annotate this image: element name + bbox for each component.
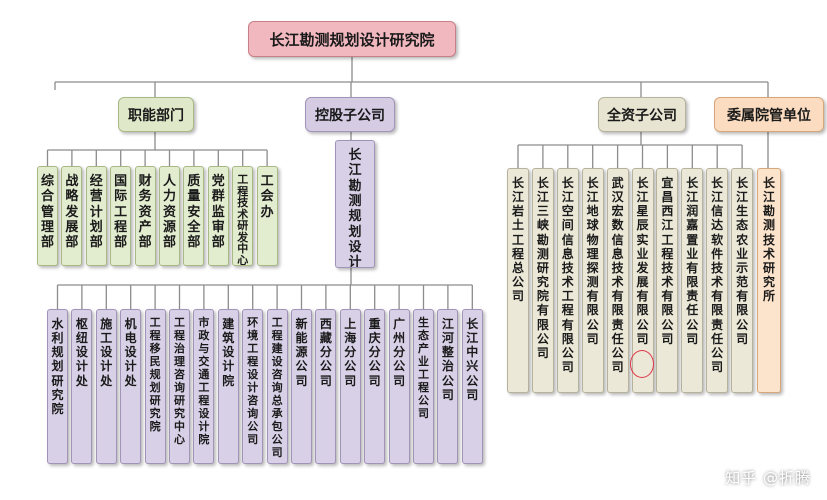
holding-division-2: 枢纽设计处 (71, 309, 93, 464)
subsidiary-9-label: 长江信达软件技术有限责任公司 (711, 176, 724, 375)
holding-division-12: 西藏分公司 (315, 309, 337, 464)
subsidiary-10-label: 长江生态农业示范有限公司 (736, 176, 749, 346)
subsidiary-9: 长江信达软件技术有限责任公司 (706, 168, 729, 393)
holding-division-6-label: 工程治理咨询研究中心 (174, 316, 185, 446)
functional-dept-8-label: 党群监审部 (211, 174, 225, 251)
functional-dept-4-label: 国际工程部 (114, 174, 128, 251)
group-holding: 控股子公司 (305, 97, 395, 132)
holding-division-5-label: 工程移民规划研究院 (149, 316, 161, 433)
subsidiary-3-label: 长江空间信息技术工程有限公司 (561, 176, 574, 375)
holding-division-9: 环境工程设计咨询公司 (242, 309, 264, 464)
holding-division-1-label: 水利规划研究院 (51, 317, 64, 416)
group-functional: 职能部门 (118, 97, 194, 132)
holding-division-17: 江河整治公司 (437, 309, 459, 464)
holding-division-17-label: 江河整治公司 (441, 317, 454, 402)
holding-division-2-label: 枢纽设计处 (75, 317, 88, 388)
holding-division-4-label: 机电设计处 (124, 317, 137, 388)
subsidiary-6: 长江星辰实业发展有限公司 (631, 168, 654, 393)
functional-dept-2: 战略发展部 (61, 166, 83, 266)
functional-dept-2-label: 战略发展部 (65, 174, 79, 251)
subsidiary-8: 长江润嘉置业有限责任公司 (681, 168, 704, 393)
holding-division-10: 工程建设咨询总承包公司 (266, 309, 288, 464)
functional-dept-6-label: 人力资源部 (162, 174, 176, 251)
group-wholly: 全资子公司 (598, 97, 686, 132)
holding-division-3-label: 施工设计处 (100, 317, 113, 388)
subsidiary-2: 长江三峡勘测研究院有限公司 (531, 168, 554, 393)
holding-company-label: 长江勘测规划设计研究有限责任公司 (348, 148, 362, 268)
functional-dept-7: 质量安全部 (183, 166, 205, 266)
subsidiary-4-label: 长江地球物理探测有限公司 (586, 176, 599, 346)
functional-dept-10-label: 工会办 (260, 174, 274, 220)
holding-division-7-label: 市政与交通工程设计院 (198, 316, 210, 446)
group-wholly-label: 全资子公司 (607, 107, 677, 124)
holding-division-3: 施工设计处 (95, 309, 117, 464)
functional-dept-1-label: 综合管理部 (40, 174, 54, 251)
holding-division-15: 广州分公司 (388, 309, 410, 464)
holding-division-7: 市政与交通工程设计院 (193, 309, 215, 464)
functional-dept-9-label: 工程技术研发中心 (237, 173, 249, 266)
holding-division-16: 生态产业工程公司 (413, 309, 434, 464)
holding-division-5: 工程移民规划研究院 (144, 309, 166, 464)
group-holding-label: 控股子公司 (315, 107, 385, 124)
holding-division-8-label: 建筑设计院 (222, 317, 235, 388)
group-affiliated-label: 委属院管单位 (727, 107, 811, 124)
holding-division-6: 工程治理咨询研究中心 (169, 309, 190, 464)
functional-dept-4: 国际工程部 (110, 166, 132, 266)
holding-division-15-label: 广州分公司 (393, 317, 406, 388)
subsidiary-7-label: 宜昌西江工程技术有限公司 (661, 176, 674, 346)
functional-dept-9: 工程技术研发中心 (232, 166, 254, 266)
holding-division-14: 重庆分公司 (364, 309, 386, 464)
subsidiary-8-label: 长江润嘉置业有限责任公司 (686, 176, 699, 346)
subsidiary-5-label: 武汉宏数信息技术有限责任公司 (611, 176, 624, 375)
holding-division-9-label: 环境工程设计咨询公司 (247, 316, 259, 446)
subsidiary-6-label: 长江星辰实业发展有限公司 (636, 176, 649, 346)
holding-company: 长江勘测规划设计研究有限责任公司 (335, 140, 375, 268)
functional-dept-1: 综合管理部 (37, 166, 58, 266)
functional-dept-5: 财务资产部 (134, 166, 156, 266)
holding-division-13-label: 上海分公司 (344, 317, 357, 388)
holding-division-11-label: 新能源公司 (295, 317, 308, 388)
holding-division-1: 水利规划研究院 (47, 309, 68, 464)
functional-dept-6: 人力资源部 (159, 166, 180, 266)
subsidiary-5: 武汉宏数信息技术有限责任公司 (606, 168, 629, 393)
holding-division-8: 建筑设计院 (217, 309, 239, 464)
subsidiary-4: 长江地球物理探测有限公司 (581, 168, 604, 393)
holding-division-4: 机电设计处 (120, 309, 142, 464)
holding-division-14-label: 重庆分公司 (368, 317, 381, 388)
functional-dept-5-label: 财务资产部 (138, 174, 152, 251)
root-node-label: 长江勘测规划设计研究院 (269, 30, 435, 49)
functional-dept-3: 经营计划部 (85, 166, 107, 266)
subsidiary-1: 长江岩土工程总公司 (507, 168, 529, 393)
affiliated-unit-label: 长江勘测技术研究所 (762, 176, 775, 304)
subsidiary-7: 宜昌西江工程技术有限公司 (656, 168, 679, 393)
holding-division-10-label: 工程建设咨询总承包公司 (271, 316, 283, 459)
group-affiliated: 委属院管单位 (714, 97, 824, 132)
functional-dept-3-label: 经营计划部 (89, 174, 103, 251)
subsidiary-1-label: 长江岩土工程总公司 (511, 176, 524, 304)
subsidiary-10: 长江生态农业示范有限公司 (731, 168, 754, 393)
holding-division-13: 上海分公司 (339, 309, 361, 464)
group-functional-label: 职能部门 (128, 107, 184, 124)
holding-division-11: 新能源公司 (291, 309, 312, 464)
holding-division-16-label: 生态产业工程公司 (418, 316, 429, 420)
holding-division-18: 长江中兴公司 (461, 309, 483, 464)
functional-dept-10: 工会办 (256, 166, 278, 266)
affiliated-unit: 长江勘测技术研究所 (757, 168, 781, 393)
subsidiary-2-label: 长江三峡勘测研究院有限公司 (536, 176, 549, 360)
functional-dept-7-label: 质量安全部 (187, 174, 201, 251)
watermark: 知乎 @折腾 (725, 469, 811, 487)
holding-division-18-label: 长江中兴公司 (466, 317, 479, 402)
root-node: 长江勘测规划设计研究院 (248, 21, 456, 57)
functional-dept-8: 党群监审部 (207, 166, 229, 266)
holding-division-12-label: 西藏分公司 (319, 317, 332, 388)
subsidiary-3: 长江空间信息技术工程有限公司 (556, 168, 579, 393)
